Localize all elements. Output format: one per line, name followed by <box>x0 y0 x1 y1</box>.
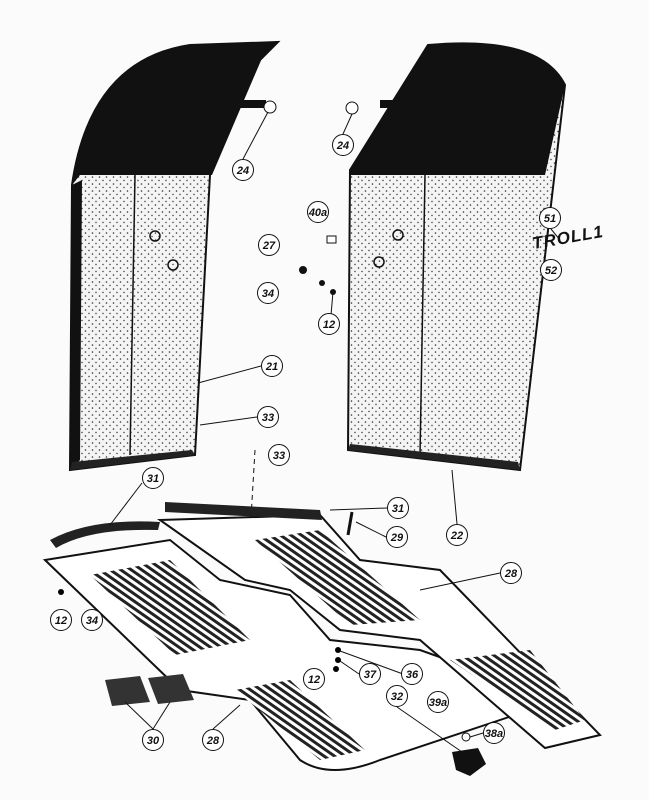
small-hardware <box>236 100 486 776</box>
callout-36: 36 <box>401 663 423 685</box>
leader-lines <box>109 111 561 753</box>
callout-12: 12 <box>303 668 325 690</box>
callout-38a: 38a <box>483 722 505 744</box>
callout-40a: 40a <box>307 201 329 223</box>
callout-31: 31 <box>142 467 164 489</box>
callout-29: 29 <box>386 526 408 548</box>
callout-24: 24 <box>332 134 354 156</box>
callout-37: 37 <box>359 663 381 685</box>
callout-28: 28 <box>500 562 522 584</box>
callout-34: 34 <box>81 609 103 631</box>
callout-31: 31 <box>387 497 409 519</box>
callout-32: 32 <box>386 685 408 707</box>
callout-33: 33 <box>268 444 290 466</box>
left-fender-21 <box>68 40 281 472</box>
callout-21: 21 <box>261 355 283 377</box>
callout-24: 24 <box>232 159 254 181</box>
callout-22: 22 <box>446 524 468 546</box>
callout-34: 34 <box>257 282 279 304</box>
callout-28: 28 <box>202 729 224 751</box>
right-fender-22 <box>346 42 567 472</box>
callout-30: 30 <box>142 729 164 751</box>
callout-12: 12 <box>50 609 72 631</box>
callout-51: 51 <box>539 207 561 229</box>
callout-39a: 39a <box>427 691 449 713</box>
callout-52: 52 <box>540 259 562 281</box>
callout-33: 33 <box>257 406 279 428</box>
running-boards-28 <box>42 502 602 771</box>
callout-27: 27 <box>258 234 280 256</box>
callout-12: 12 <box>318 313 340 335</box>
